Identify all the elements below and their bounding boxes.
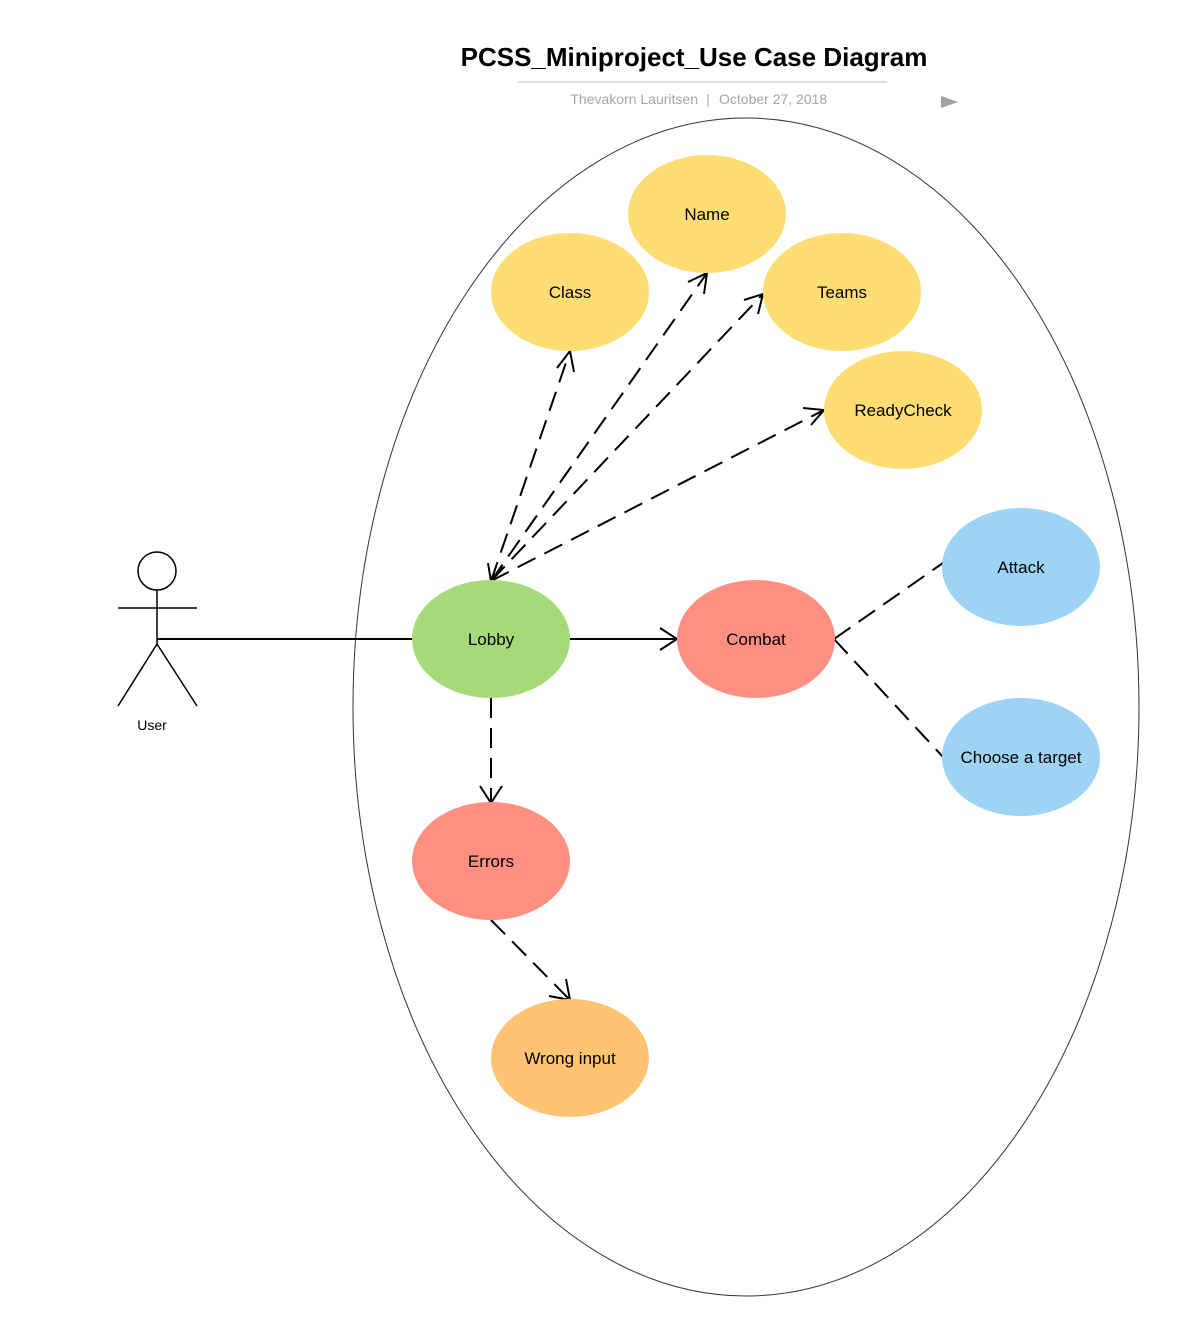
use-case-readycheck-shape[interactable] bbox=[824, 351, 982, 469]
use-case-teams-label: Teams bbox=[817, 283, 867, 302]
use-case-class[interactable]: Class bbox=[491, 233, 649, 351]
use-case-attack-label: Attack bbox=[997, 558, 1045, 577]
use-case-readycheck[interactable]: ReadyCheck bbox=[824, 351, 982, 469]
use-case-class-shape[interactable] bbox=[491, 233, 649, 351]
use-case-name-label: Name bbox=[684, 205, 729, 224]
use-case-errors-shape[interactable] bbox=[412, 802, 570, 920]
byline-separator: | bbox=[706, 91, 710, 107]
arrowhead-class bbox=[556, 348, 575, 373]
use-case-combat[interactable]: Combat bbox=[677, 580, 835, 698]
use-case-readycheck-label: ReadyCheck bbox=[854, 401, 952, 420]
use-case-name-shape[interactable] bbox=[628, 155, 786, 273]
edge-lobby-name bbox=[490, 272, 708, 582]
use-case-attack-shape[interactable] bbox=[942, 508, 1100, 626]
edge-errors-wrong-input bbox=[490, 919, 571, 1001]
edge-combat-attack bbox=[833, 562, 944, 640]
use-case-choose-target-label: Choose a target bbox=[961, 748, 1082, 767]
use-case-combat-label: Combat bbox=[726, 630, 786, 649]
edges bbox=[157, 272, 944, 1001]
use-case-errors-label: Errors bbox=[468, 852, 514, 871]
edge-combat-choose-target bbox=[833, 638, 944, 758]
use-case-wrong-input-label: Wrong input bbox=[524, 1049, 616, 1068]
author-name: Thevakorn Lauritsen bbox=[570, 91, 698, 107]
use-case-class-label: Class bbox=[549, 283, 592, 302]
use-case-teams-shape[interactable] bbox=[763, 233, 921, 351]
use-case-choose-target[interactable]: Choose a target bbox=[942, 698, 1100, 816]
use-case-choose-target-shape[interactable] bbox=[942, 698, 1100, 816]
edge-lobby-teams bbox=[490, 293, 764, 582]
use-case-name[interactable]: Name bbox=[628, 155, 786, 273]
arrowhead-teams bbox=[743, 292, 765, 315]
edge-lobby-class bbox=[490, 350, 571, 582]
actor-label: User bbox=[137, 717, 167, 733]
use-case-wrong-input-shape[interactable] bbox=[491, 999, 649, 1117]
use-case-errors[interactable]: Errors bbox=[412, 802, 570, 920]
use-case-lobby[interactable]: Lobby bbox=[412, 580, 570, 698]
play-triangle-icon[interactable] bbox=[941, 96, 958, 108]
stick-figure-icon bbox=[117, 551, 198, 707]
use-case-lobby-shape[interactable] bbox=[412, 580, 570, 698]
diagram-title: PCSS_Miniproject_Use Case Diagram bbox=[461, 42, 928, 72]
use-case-wrong-input[interactable]: Wrong input bbox=[491, 999, 649, 1117]
use-case-lobby-label: Lobby bbox=[468, 630, 515, 649]
use-case-combat-shape[interactable] bbox=[677, 580, 835, 698]
diagram-date: October 27, 2018 bbox=[719, 91, 827, 107]
use-case-attack[interactable]: Attack bbox=[942, 508, 1100, 626]
edge-lobby-readycheck bbox=[490, 409, 825, 582]
system-boundary bbox=[352, 117, 1140, 1297]
use-case-teams[interactable]: Teams bbox=[763, 233, 921, 351]
